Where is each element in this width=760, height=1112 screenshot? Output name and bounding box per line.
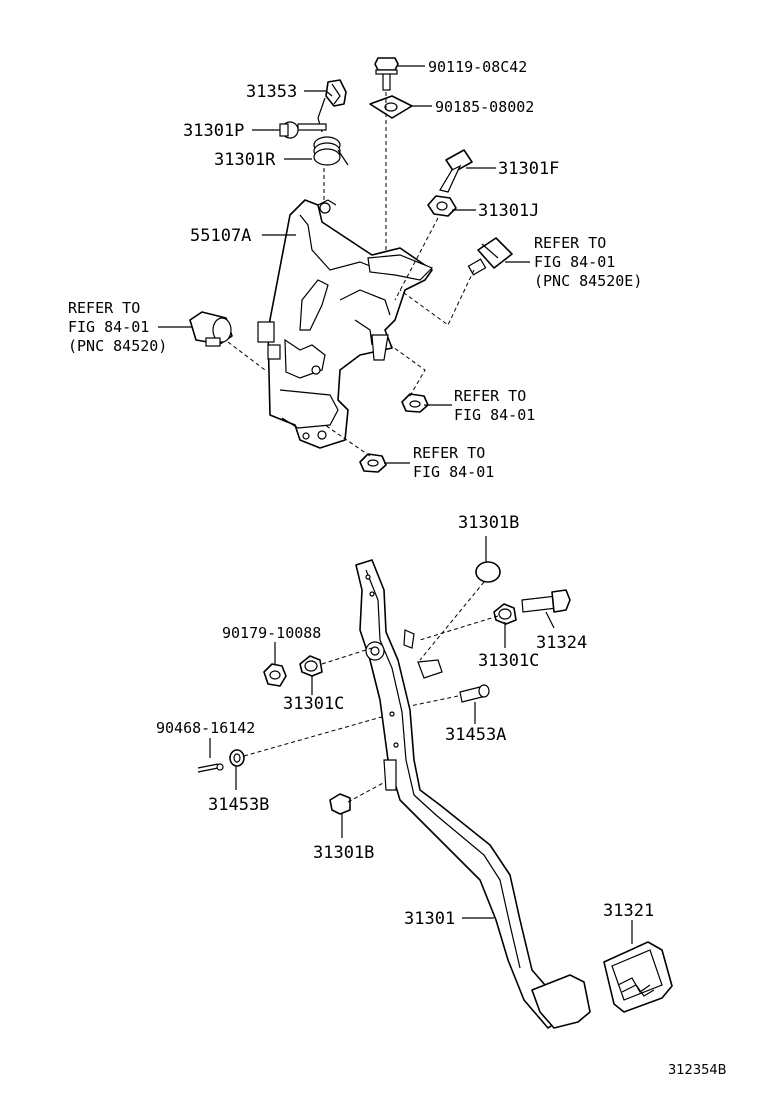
bolt-90119-08C42: [374, 57, 399, 91]
label-31321: 31321: [603, 901, 654, 921]
diagram-id: 312354B: [668, 1063, 727, 1078]
label-31301: 31301: [404, 909, 455, 929]
pedal-arm-31301: [355, 559, 561, 1029]
refer-right-line3: (PNC 84520E): [534, 272, 642, 290]
pedal-pad-cover-31321: [603, 941, 673, 1013]
refer-nut-upper-line1: REFER TO: [454, 387, 526, 405]
bracket-55107A: [257, 199, 434, 449]
label-31453A: 31453A: [445, 725, 506, 745]
label-90119-08C42: 90119-08C42: [428, 58, 527, 76]
refer-left-line1: REFER TO: [68, 299, 140, 317]
label-90179-10088: 90179-10088: [222, 624, 321, 642]
label-55107A: 55107A: [190, 226, 251, 246]
bushing-31301C-left: [299, 655, 323, 677]
label-31301C-left: 31301C: [283, 694, 344, 714]
clip-90468-16142: [197, 763, 224, 773]
label-31301J: 31301J: [478, 201, 539, 221]
bushing-31453B: [229, 749, 245, 767]
bolt-31324: [521, 589, 571, 613]
label-31301B-bottom: 31301B: [313, 843, 374, 863]
switch-left-84520: [189, 311, 233, 347]
label-31324: 31324: [536, 633, 587, 653]
label-90185-08002: 90185-08002: [435, 98, 534, 116]
bolt-31301F: [439, 149, 473, 193]
label-31301F: 31301F: [498, 159, 559, 179]
pin-31453A: [459, 684, 490, 703]
refer-right-line1: REFER TO: [534, 234, 606, 252]
label-90468-16142: 90468-16142: [156, 719, 255, 737]
refer-nut-lower-line1: REFER TO: [413, 444, 485, 462]
nut-refer-lower: [359, 453, 387, 473]
nut-refer-upper: [401, 393, 429, 413]
refer-nut-lower-line2: FIG 84-01: [413, 463, 494, 481]
bushing-31301C-right: [493, 603, 517, 625]
cushion-31301B-top: [475, 561, 501, 583]
switch-right-84520E: [467, 237, 513, 276]
refer-nut-upper-line2: FIG 84-01: [454, 406, 535, 424]
nut-90179-10088: [263, 663, 287, 687]
pin-31301P: [279, 121, 327, 139]
label-31301B-top: 31301B: [458, 513, 519, 533]
cushion-31301B-bottom: [329, 793, 351, 815]
refer-right-line2: FIG 84-01: [534, 253, 615, 271]
nut-90185-08002: [369, 95, 413, 119]
label-31301R: 31301R: [214, 150, 276, 170]
label-31301C-right: 31301C: [478, 651, 539, 671]
label-31453B: 31453B: [208, 795, 269, 815]
clip-31353: [325, 79, 347, 107]
label-31353: 31353: [246, 82, 297, 102]
nut-31301J: [427, 195, 457, 217]
refer-left-line2: FIG 84-01: [68, 318, 149, 336]
spring-31301R: [313, 97, 349, 166]
pedal-pad-31301: [531, 974, 591, 1029]
refer-left-line3: (PNC 84520): [68, 337, 167, 355]
label-31301P: 31301P: [183, 121, 244, 141]
